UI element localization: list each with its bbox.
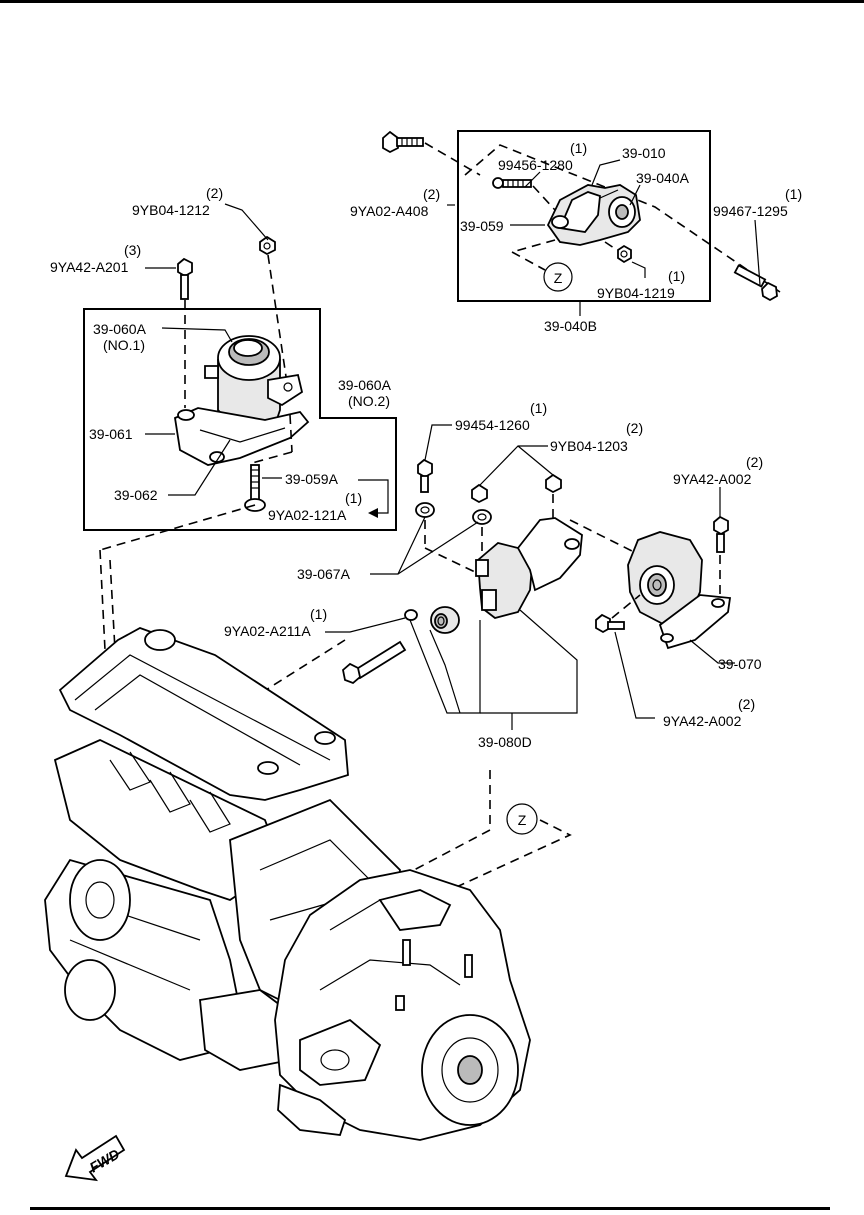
label-9ya02-121a: 9YA02-121A [268, 507, 347, 523]
z-marker-top-label: Z [554, 270, 563, 286]
box-39-060a [83, 308, 397, 531]
bolt-9ya02-a211a[interactable] [342, 609, 418, 685]
bracket-39-080d[interactable] [475, 517, 583, 619]
bottom-border [30, 1207, 830, 1210]
group-39-070: (2) 9YA42-A002 39-070 (2) 9YA42-A002 [595, 454, 763, 729]
mount-39-040a[interactable] [546, 184, 641, 246]
z-marker-bottom [506, 803, 538, 835]
z-marker-bottom-label: Z [518, 812, 527, 828]
z-marker-top [543, 262, 573, 292]
label-9ya02-a211a: 9YA02-A211A [224, 623, 311, 639]
nut-9yb04-1203-b[interactable] [545, 473, 562, 494]
label-9yb04-1219: 9YB04-1219 [597, 285, 675, 301]
label-39-061: 39-061 [89, 426, 133, 442]
label-9yb04-1212: 9YB04-1212 [132, 202, 210, 218]
label-39-060a-no1: 39-060A [93, 321, 147, 337]
qty-9ya02-121a: (1) [345, 490, 362, 506]
label-39-040a: 39-040A [636, 170, 690, 186]
label-39-062: 39-062 [114, 487, 158, 503]
qty-9ya42-a002-top: (2) [746, 454, 763, 470]
bolt-9ya42-a002-top[interactable] [713, 515, 729, 553]
label-9ya42-a002-bottom: 9YA42-A002 [663, 713, 742, 729]
group-39-080d: (1) 99454-1260 (2) 9YB04-1203 39-067A (1… [99, 400, 651, 891]
label-99454-1260: 99454-1260 [455, 417, 530, 433]
box-39-040b [457, 130, 711, 302]
label-39-059: 39-059 [460, 218, 504, 234]
label-39-010: 39-010 [622, 145, 666, 161]
label-9ya42-a002-top: 9YA42-A002 [673, 471, 752, 487]
qty-9ya02-a408: (2) [423, 186, 440, 202]
top-border [0, 0, 864, 3]
bolt-9ya02-121a[interactable] [244, 464, 266, 512]
nut-9yb04-1203-a[interactable] [471, 483, 488, 504]
qty-9yb04-1212: (2) [206, 185, 223, 201]
group-39-060a: (2) 9YB04-1212 (3) 9YA42-A201 39-060A (N… [50, 185, 397, 531]
washer-39-067a-a[interactable] [415, 502, 435, 518]
label-9ya02-a408: 9YA02-A408 [350, 203, 429, 219]
label-39-070: 39-070 [718, 656, 762, 672]
label-39-040b: 39-040B [544, 318, 597, 334]
qty-99454-1260: (1) [530, 400, 547, 416]
fwd-arrow-icon: FWD [64, 1134, 126, 1182]
transaxle [274, 869, 531, 1141]
nut-9yb04-1219[interactable] [617, 244, 632, 264]
qty-99456-1280: (1) [570, 140, 587, 156]
bolt-9ya02-a408[interactable] [382, 130, 424, 154]
group-39-040b: Z (1) 99456-1280 39-010 39-040A 39-059 (… [350, 130, 802, 334]
bolt-9ya42-a002-bottom[interactable] [595, 613, 625, 634]
bushing-39-080d[interactable] [430, 606, 460, 634]
mount-39-060a-no1[interactable] [204, 335, 304, 426]
qty-9ya02-a211a: (1) [310, 606, 327, 622]
bolt-99454-1260[interactable] [417, 458, 433, 493]
nut-9yb04-1212[interactable] [259, 235, 276, 256]
label-39-067a: 39-067A [297, 566, 351, 582]
qty-9yb04-1219: (1) [668, 268, 685, 284]
qty-99467-1295: (1) [785, 186, 802, 202]
bracket-39-061[interactable] [174, 407, 310, 466]
mount-39-070[interactable] [627, 531, 732, 650]
label-99456-1280: 99456-1280 [498, 157, 573, 173]
washer-39-067a-b[interactable] [472, 509, 492, 525]
qty-9ya42-a002-bottom: (2) [738, 696, 755, 712]
note-no1: (NO.1) [103, 337, 145, 353]
label-9ya42-a201: 9YA42-A201 [50, 259, 129, 275]
note-no2: (NO.2) [348, 393, 390, 409]
label-39-059a: 39-059A [285, 471, 339, 487]
qty-9yb04-1203: (2) [626, 420, 643, 436]
label-9yb04-1203: 9YB04-1203 [550, 438, 628, 454]
bolt-99467-1295[interactable] [733, 264, 778, 302]
bolt-99456-1280[interactable] [492, 177, 532, 189]
label-99467-1295: 99467-1295 [713, 203, 788, 219]
qty-9ya42-a201: (3) [124, 242, 141, 258]
label-39-060a-no2: 39-060A [338, 377, 392, 393]
label-39-080d: 39-080D [478, 734, 532, 750]
bolt-9ya42-a201[interactable] [177, 257, 193, 300]
